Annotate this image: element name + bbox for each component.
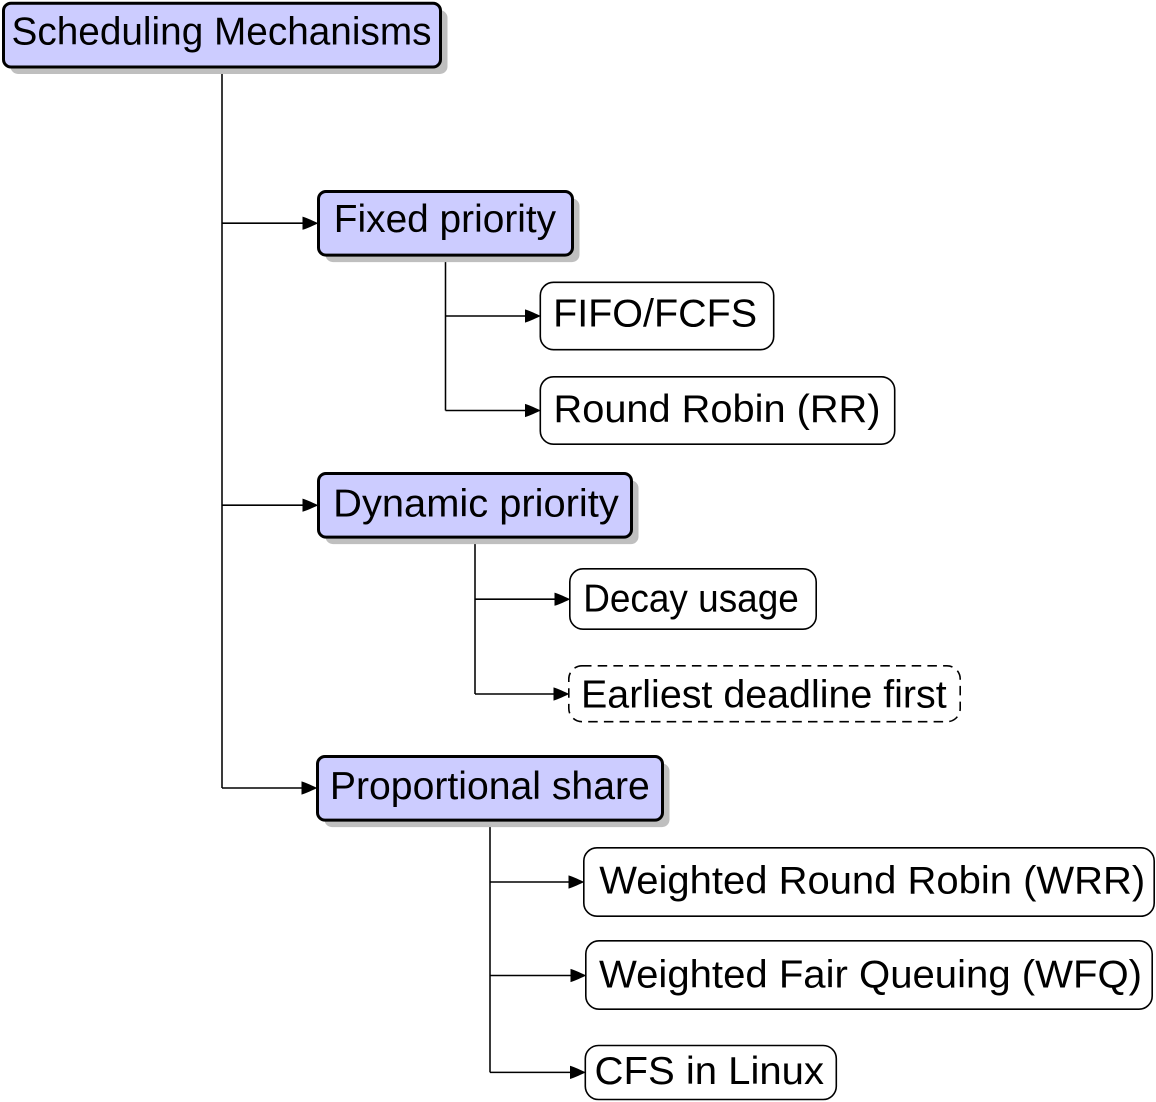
svg-text:Weighted Round Robin (WRR): Weighted Round Robin (WRR) xyxy=(599,859,1145,902)
svg-text:Earliest deadline first: Earliest deadline first xyxy=(581,674,947,717)
svg-text:Weighted Fair Queuing (WFQ): Weighted Fair Queuing (WFQ) xyxy=(599,953,1142,996)
svg-text:Scheduling Mechanisms: Scheduling Mechanisms xyxy=(12,10,432,53)
svg-text:Fixed priority: Fixed priority xyxy=(334,198,557,241)
svg-text:Decay usage: Decay usage xyxy=(583,577,799,620)
svg-text:Dynamic priority: Dynamic priority xyxy=(333,482,619,525)
svg-text:Proportional share: Proportional share xyxy=(330,765,650,808)
svg-text:Round Robin (RR): Round Robin (RR) xyxy=(554,388,881,431)
svg-text:CFS in Linux: CFS in Linux xyxy=(595,1050,825,1093)
svg-text:FIFO/FCFS: FIFO/FCFS xyxy=(553,293,757,336)
